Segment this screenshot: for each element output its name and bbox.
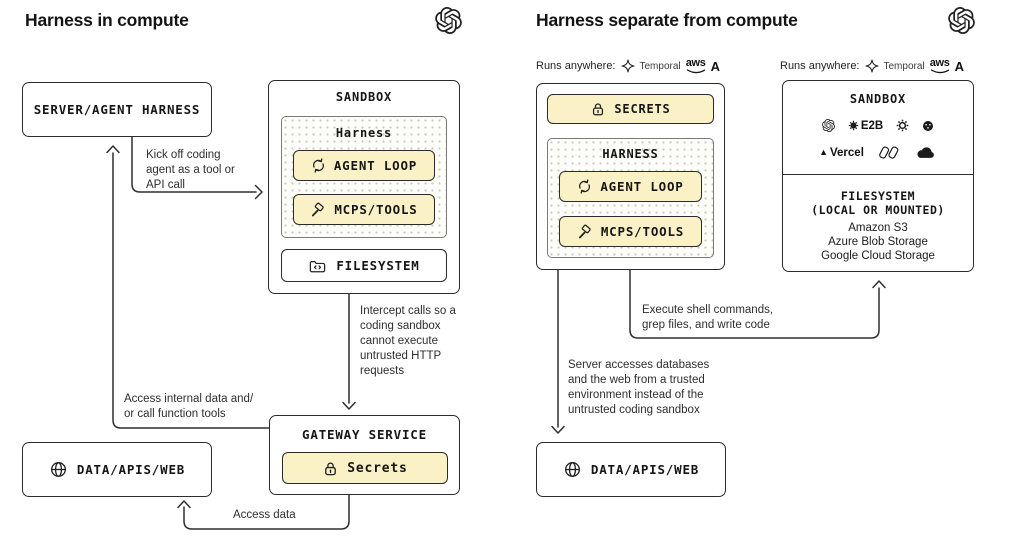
arrowhead-right: [254, 184, 263, 200]
server-agent-harness-label: SERVER/AGENT HARNESS: [33, 102, 201, 117]
agent-loop-label: AGENT LOOP: [333, 158, 418, 173]
temporal-icon: [865, 59, 879, 73]
hammer-icon: [310, 202, 326, 218]
parallelograms-icon: [877, 145, 901, 160]
sandbox-box-right: SANDBOX E2B ▲ Vercel: [782, 80, 974, 272]
mcps-tools-box: MCPS/TOOLS: [293, 194, 435, 225]
aws-logo: aws: [686, 58, 706, 74]
secrets-label-right: SECRETS: [614, 102, 671, 116]
cloud-icon: [914, 146, 937, 160]
a-logo: A: [954, 58, 965, 74]
annotation-intercept: Intercept calls so a coding sandbox cann…: [360, 305, 456, 377]
aws-logo: aws: [930, 58, 950, 74]
gateway-service-title: GATEWAY SERVICE: [302, 427, 427, 442]
harness-label-right: HARNESS: [602, 147, 659, 161]
filesystem-label: FILESYSTEM: [336, 258, 420, 273]
sandbox-title: SANDBOX: [335, 90, 393, 104]
arrowhead-up: [177, 500, 191, 509]
right-panel-title: Harness separate from compute: [536, 10, 798, 30]
storage-option-amazon-s3: Amazon S3: [848, 222, 908, 234]
data-apis-web-box-right: DATA/APIS/WEB: [536, 442, 726, 497]
data-apis-web-box: DATA/APIS/WEB: [22, 442, 212, 497]
openai-icon: [821, 119, 835, 132]
agent-loop-box: AGENT LOOP: [293, 150, 435, 181]
provider-row-2: ▲ Vercel: [783, 145, 973, 160]
server-agent-harness-box: SERVER/AGENT HARNESS: [22, 82, 212, 137]
lock-icon: [322, 460, 339, 477]
globe-icon: [49, 460, 68, 479]
filesystem-title-line2: (LOCAL OR MOUNTED): [811, 203, 945, 217]
runs-anywhere-left: Runs anywhere: Temporal aws A: [536, 58, 720, 74]
data-apis-web-label-right: DATA/APIS/WEB: [590, 462, 700, 477]
a-logo: A: [710, 58, 721, 74]
runs-anywhere-right: Runs anywhere: Temporal aws A: [780, 58, 964, 74]
globe-icon: [563, 460, 582, 479]
vercel-logo: ▲ Vercel: [819, 146, 864, 159]
secrets-box-right: SECRETS: [547, 94, 714, 124]
storage-option-google-cloud: Google Cloud Storage: [821, 250, 935, 262]
dark-sphere-icon: [922, 120, 934, 132]
lock-icon: [590, 101, 606, 117]
left-panel-title: Harness in compute: [25, 10, 189, 30]
arrowhead-down: [551, 425, 565, 434]
filesystem-section: FILESYSTEM (LOCAL OR MOUNTED) Amazon S3 …: [783, 174, 973, 271]
mcps-tools-label: MCPS/TOOLS: [334, 202, 418, 217]
mcps-tools-box-right: MCPS/TOOLS: [559, 216, 702, 247]
vercel-triangle-icon: ▲: [819, 147, 828, 157]
annotation-execute-shell: Execute shell commands, grep files, and …: [642, 304, 774, 331]
annotation-access-data: Access data: [233, 509, 296, 521]
openai-logo: [435, 7, 462, 34]
connector-access-internal: [112, 152, 270, 429]
refresh-icon: [577, 179, 592, 194]
annotation-access-internal: Access internal data and/ or call functi…: [124, 393, 254, 420]
runs-anywhere-label: Runs anywhere:: [536, 60, 616, 72]
storage-option-azure-blob: Azure Blob Storage: [828, 236, 928, 248]
filesystem-title-line1: FILESYSTEM: [840, 189, 916, 203]
agent-loop-box-right: AGENT LOOP: [559, 171, 702, 202]
e2b-logo: E2B: [848, 120, 883, 132]
runs-anywhere-label: Runs anywhere:: [780, 60, 860, 72]
filesystem-box: FILESYSTEM: [281, 249, 447, 282]
arrowhead-up: [106, 145, 120, 154]
hammer-icon: [577, 224, 593, 240]
secrets-box: Secrets: [282, 452, 448, 484]
temporal-icon: [621, 59, 635, 73]
annotation-server-accesses: Server accesses databases and the web fr…: [568, 359, 710, 416]
temporal-label: Temporal: [883, 60, 925, 72]
annotation-kick-off: Kick off coding agent as a tool or API c…: [146, 149, 235, 191]
provider-row-1: E2B: [783, 119, 973, 132]
gear-icon: [896, 119, 909, 132]
refresh-icon: [311, 158, 326, 173]
arrowhead-down: [342, 401, 356, 410]
data-apis-web-label: DATA/APIS/WEB: [76, 462, 186, 477]
temporal-label: Temporal: [639, 60, 681, 72]
agent-loop-label-right: AGENT LOOP: [600, 179, 684, 194]
arrowhead-up: [872, 280, 886, 289]
harness-label: Harness: [335, 126, 393, 140]
secrets-label: Secrets: [347, 460, 408, 476]
sandbox-title-right: SANDBOX: [849, 92, 907, 106]
folder-code-icon: [308, 258, 327, 274]
openai-logo: [948, 7, 975, 34]
mcps-tools-label-right: MCPS/TOOLS: [600, 224, 685, 239]
